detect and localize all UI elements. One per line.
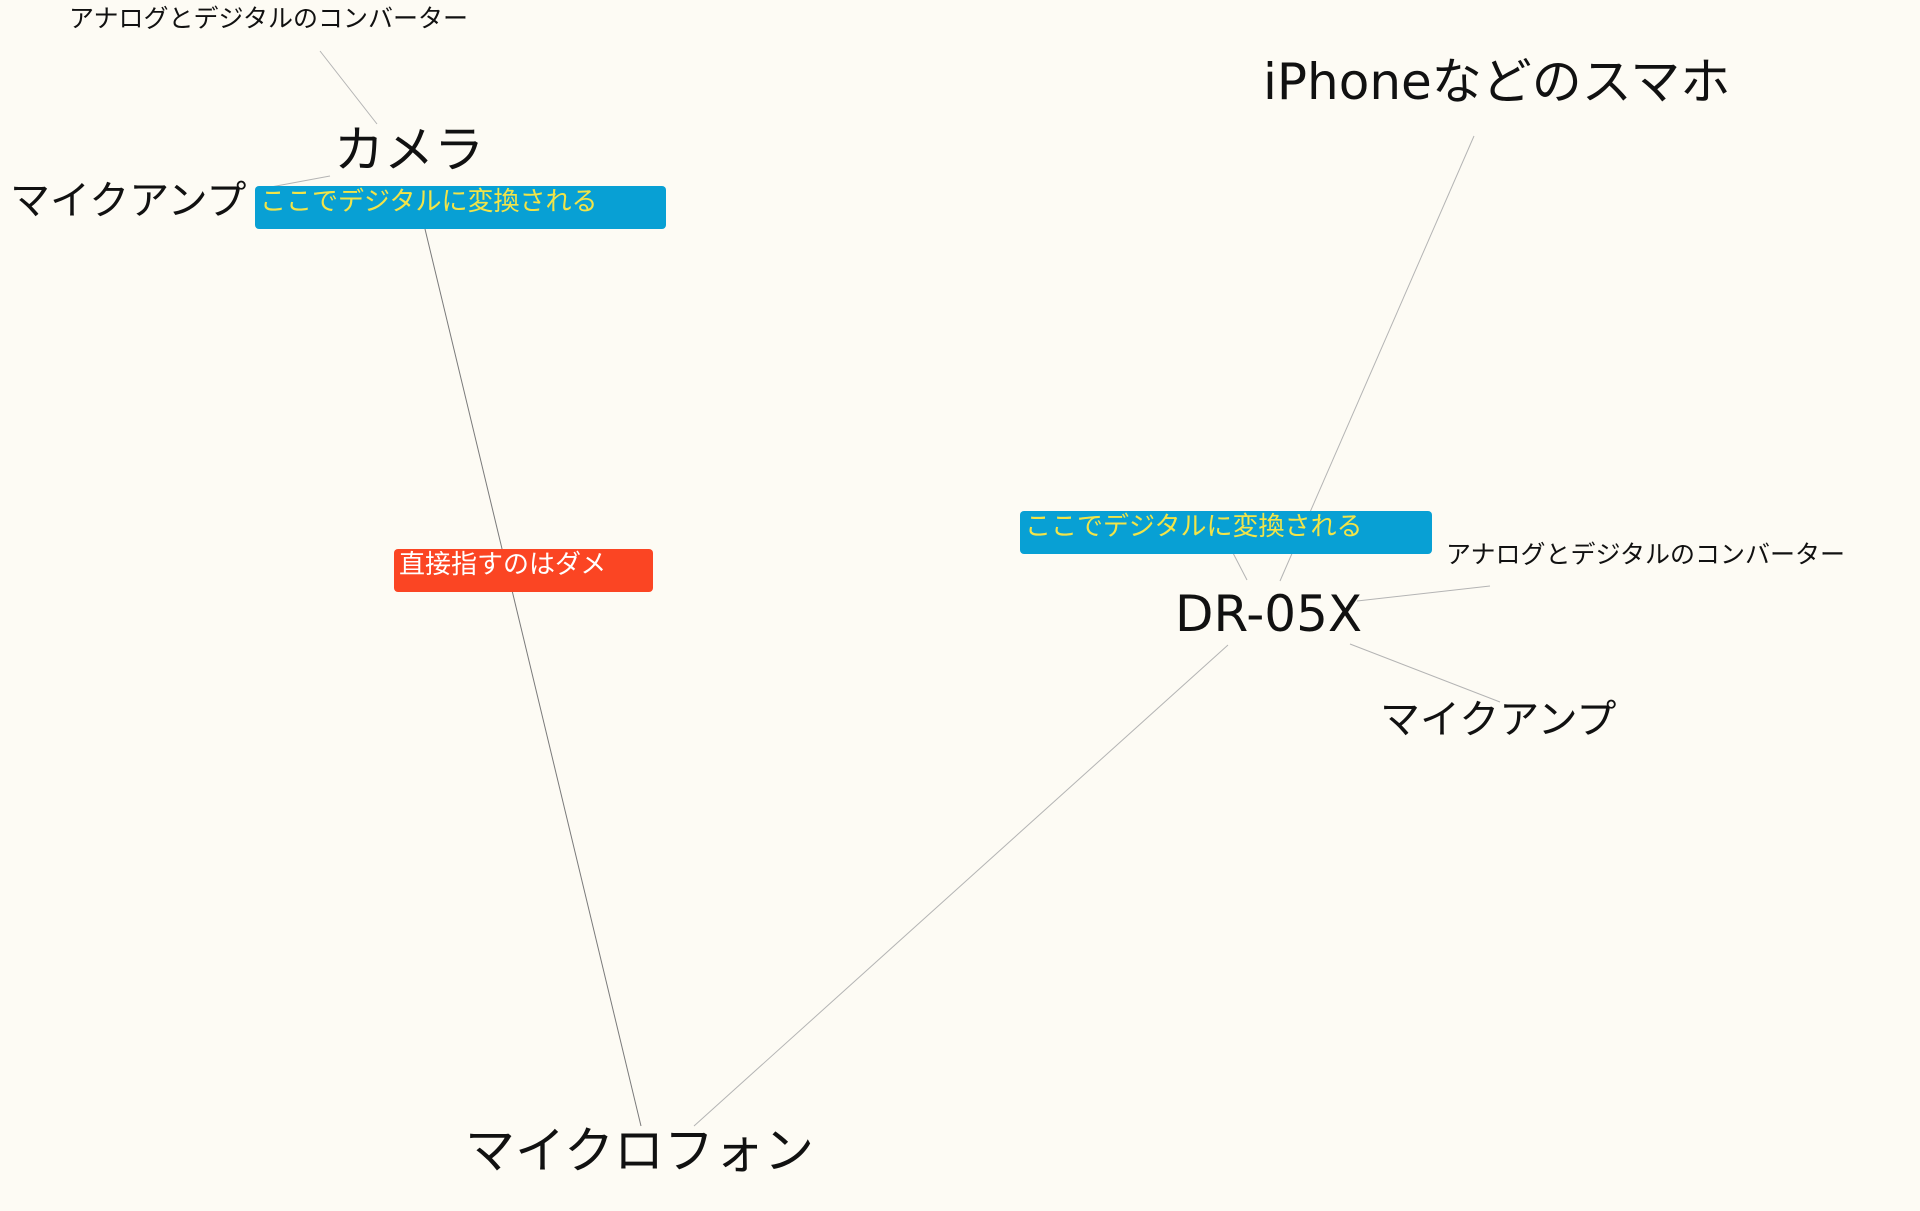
edge-recorder-converter [1356, 585, 1491, 602]
camera-converter-node[interactable]: アナログとデジタルのコンバーター [69, 4, 469, 33]
camera-digital-note[interactable]: ここでデジタルに変換される [255, 186, 666, 229]
recorder-digital-note[interactable]: ここでデジタルに変換される [1020, 511, 1432, 554]
smartphone-node[interactable]: iPhoneなどのスマホ [1263, 53, 1731, 111]
direct-warning-note[interactable]: 直接指すのはダメ [394, 549, 653, 592]
recorder-mic-amp-node[interactable]: マイクアンプ [1380, 697, 1617, 743]
edge-recorder-smartphone [1279, 135, 1475, 582]
recorder-node[interactable]: DR-05X [1175, 585, 1363, 643]
edge-recorder-note [1232, 552, 1248, 581]
camera-mic-amp-node[interactable]: マイクアンプ [10, 178, 247, 224]
microphone-node[interactable]: マイクロフォン [465, 1122, 814, 1180]
recorder-converter-node[interactable]: アナログとデジタルのコンバーター [1446, 540, 1846, 569]
edge-microphone-recorder [693, 644, 1229, 1127]
edge-camera-converter [319, 50, 378, 125]
camera-node[interactable]: カメラ [334, 121, 484, 179]
edge-recorder-mic-amp [1349, 643, 1501, 703]
edge-microphone-camera [424, 228, 642, 1127]
